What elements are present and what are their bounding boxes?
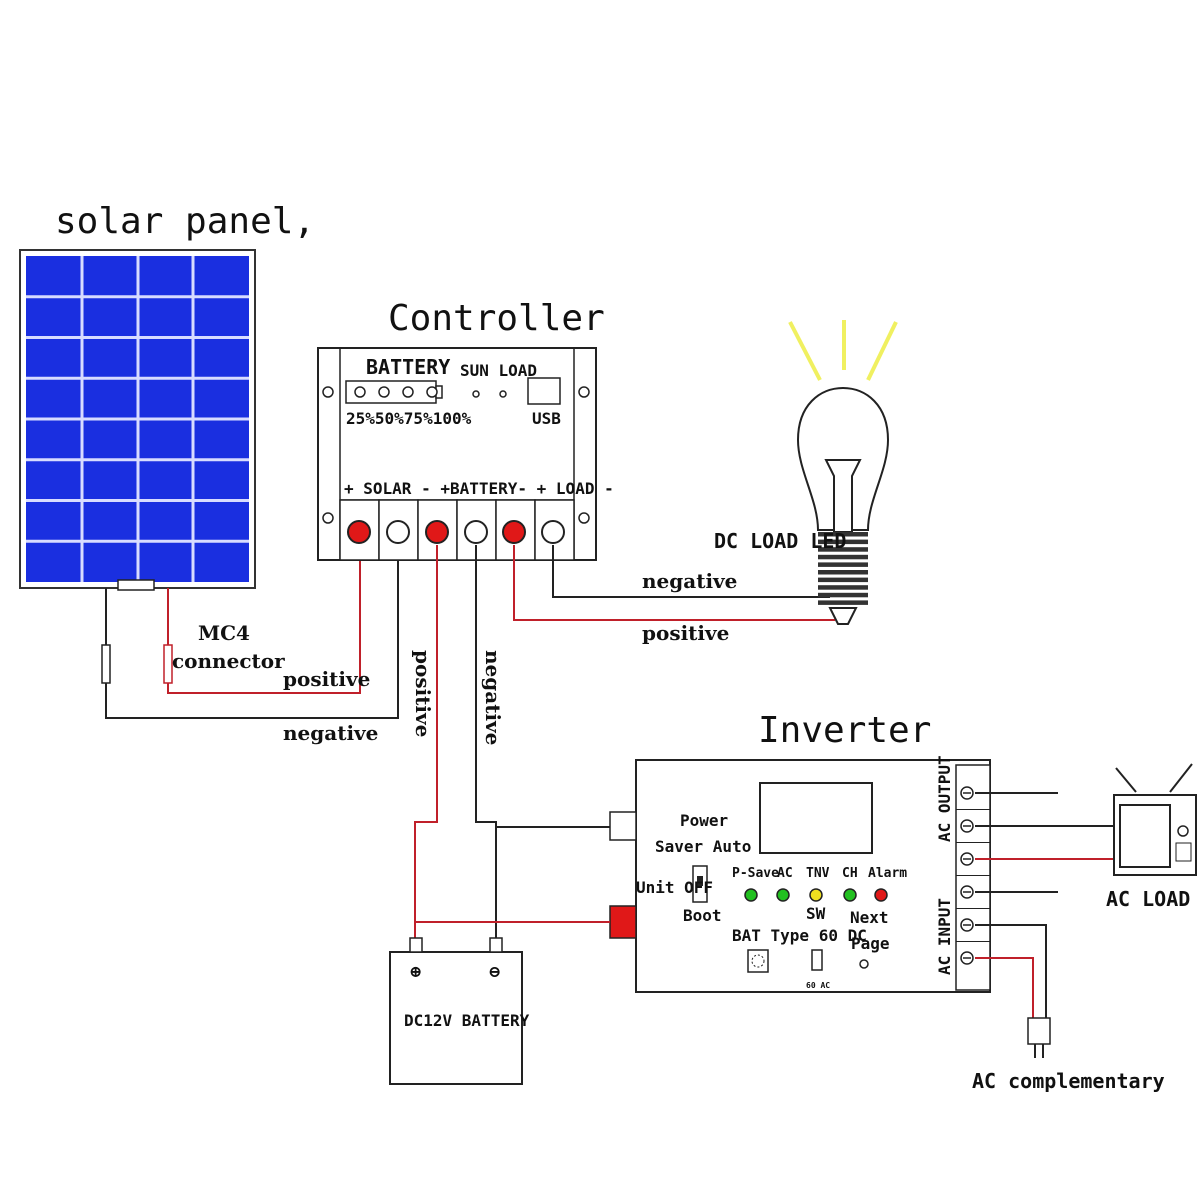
controller-levels: 25%50%75%100% xyxy=(346,409,472,428)
mc4-wires xyxy=(101,540,399,719)
controller-usb-label: USB xyxy=(532,409,561,428)
inverter-page: Page xyxy=(851,934,890,953)
controller-battery-label: BATTERY xyxy=(366,355,450,379)
battery-icon xyxy=(389,937,523,1085)
load-negative-label: negative xyxy=(642,569,737,593)
solar-negative-label: negative xyxy=(283,721,378,745)
solar-panel-title: solar panel, xyxy=(55,201,315,242)
solar-positive-label: positive xyxy=(283,667,370,691)
inverter-next: Next xyxy=(850,908,889,927)
inverter-boot: Boot xyxy=(683,906,722,925)
battery-negative-label: negative xyxy=(481,650,505,745)
ac-complementary-label: AC complementary xyxy=(972,1069,1165,1093)
ac-output-label: AC OUTPUT xyxy=(935,755,954,842)
led-ch: CH xyxy=(842,866,858,881)
inverter-sw: SW xyxy=(806,904,826,923)
inverter-title: Inverter xyxy=(758,710,931,751)
tv-icon xyxy=(1113,763,1197,876)
led-psave: P-Save xyxy=(732,866,779,881)
controller-terminal-labels: + SOLAR - +BATTERY- + LOAD - xyxy=(344,479,614,498)
battery-label: DC12V BATTERY xyxy=(404,1011,530,1030)
bulb-icon xyxy=(788,320,898,625)
inverter-saver-label: Saver Auto xyxy=(655,837,751,856)
dc-load-label: DC LOAD LED xyxy=(714,529,846,553)
inverter-unit-off: Unit OFF xyxy=(636,878,713,897)
solar-panel xyxy=(19,249,256,591)
ac-plug-icon xyxy=(1027,1017,1051,1058)
controller-sun-load: SUN LOAD xyxy=(460,361,537,380)
controller-box xyxy=(317,347,597,561)
load-positive-label: positive xyxy=(642,621,729,645)
tv-label: AC LOAD TV xyxy=(1106,887,1200,911)
ac-input-label: AC INPUT xyxy=(935,898,954,975)
inverter-bat-type: BAT Type 60 DC xyxy=(732,926,867,945)
inverter-box xyxy=(609,759,991,993)
led-tnv: TNV xyxy=(806,866,830,881)
led-ac: AC xyxy=(777,866,793,881)
connector-label: connector xyxy=(172,649,285,673)
mc4-label: MC4 xyxy=(198,621,250,645)
battery-positive-label: positive xyxy=(411,650,435,737)
led-alarm: Alarm xyxy=(868,866,907,881)
controller-terminals xyxy=(339,499,575,561)
inverter-power-label: Power xyxy=(680,811,728,830)
battery-plus: ⊕ xyxy=(409,962,422,981)
inverter-sw-small: 60 AC xyxy=(806,981,830,990)
battery-minus: ⊖ xyxy=(488,962,501,981)
controller-title: Controller xyxy=(388,298,605,339)
